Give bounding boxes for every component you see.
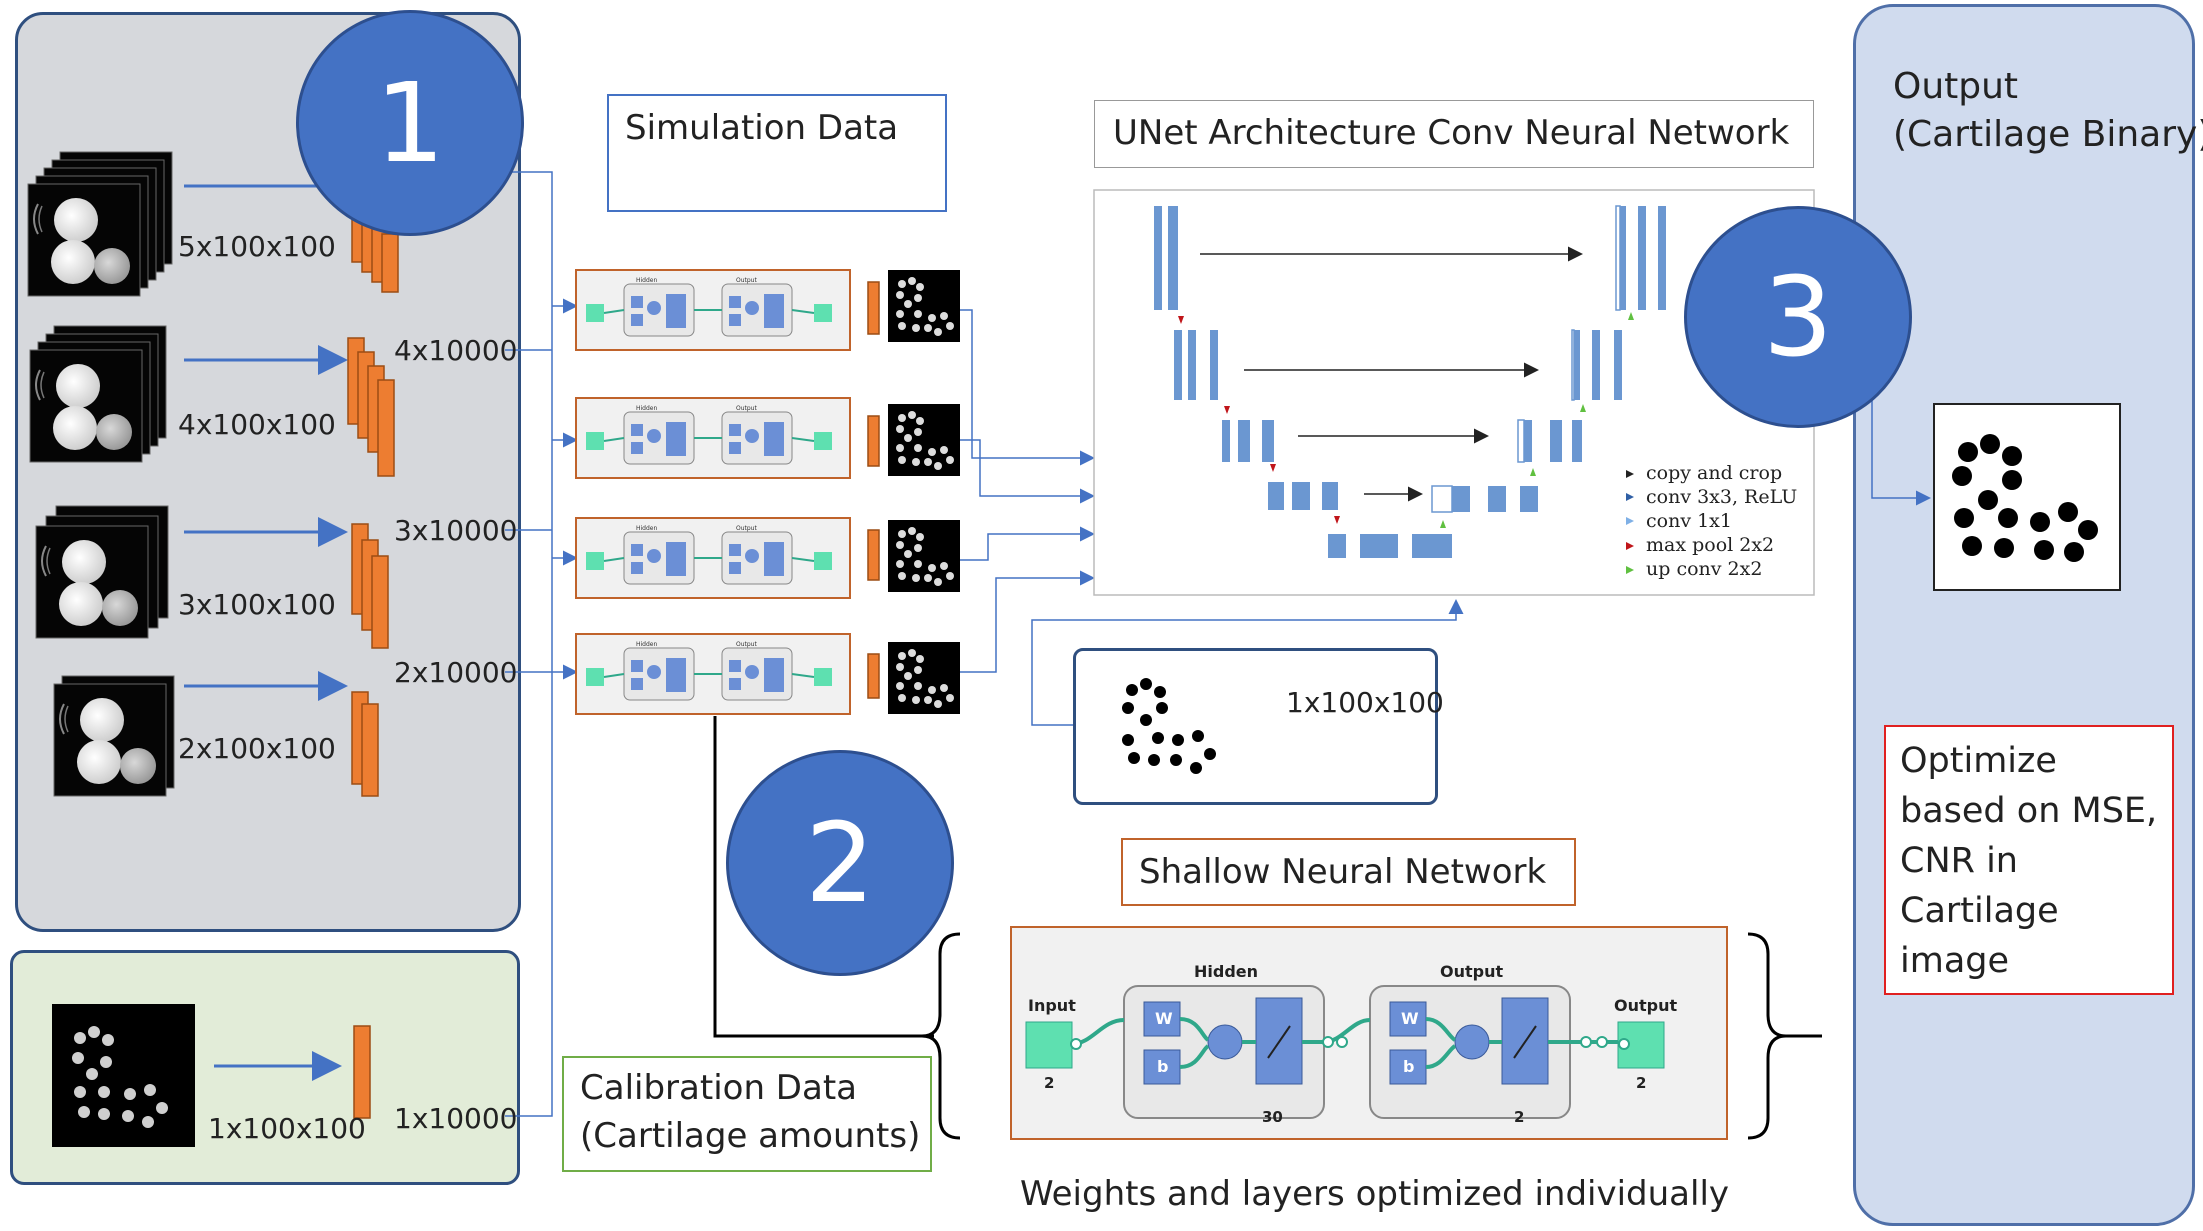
simulation-data-box: Simulation Data [607,94,947,212]
optimize-line3: CNR in [1900,841,2018,881]
optimize-line4: Cartilage [1900,891,2059,931]
stack-3-label: 3x100x100 [178,588,336,621]
input-stack-5 [27,151,173,297]
unet-input-dots-image [1104,664,1234,784]
calibration-data-line1: Calibration Data [580,1068,857,1108]
unet-input-box [1073,648,1438,805]
caption: Weights and layers optimized individuall… [1020,1174,1730,1214]
output-title-line1: Output [1893,66,2019,107]
vector-4-label: 4x10000 [394,334,518,367]
step-1-badge: 1 [296,10,524,236]
snn-b2-label: b [1403,1057,1415,1076]
shallow-nn-diagram: Input Hidden Output Output W b W b 2 30 … [1010,926,1728,1140]
unet-legend-copy-crop: copy and crop [1646,462,1783,484]
snn-instance-1 [575,269,851,351]
snn-input-size: 2 [1044,1074,1055,1092]
input-stack-3 [35,505,169,639]
calibration-vector-label: 1x10000 [394,1102,518,1135]
unet-legend-maxpool: max pool 2x2 [1646,534,1775,556]
snn-output-label: Output [1614,996,1678,1015]
snn-instance-4 [575,633,851,715]
vector-3-label: 3x10000 [394,514,518,547]
output-panel [1853,4,2195,1226]
vector-2-label: 2x10000 [394,656,518,689]
calibration-image-label: 1x100x100 [208,1112,366,1145]
snn-instance-3 [575,517,851,599]
calibration-phantom-image [52,1004,195,1147]
simulation-data-title: Simulation Data [625,108,899,148]
shallow-nn-title: Shallow Neural Network [1139,852,1547,892]
stack-5-label: 5x100x100 [178,230,336,263]
unet-input-label: 1x100x100 [1286,686,1444,719]
snn-hidden-label: Hidden [1194,962,1259,981]
stack-4-label: 4x100x100 [178,408,336,441]
output-title-line2: (Cartilage Binary) [1893,114,2203,155]
step-2-badge: 2 [726,750,954,976]
output-binary-image [1933,403,2121,591]
optimize-line2: based on MSE, [1900,791,2158,831]
snn-input-label: Input [1028,996,1076,1015]
orange-vector-stacks [347,203,399,1119]
snn-output-size: 2 [1636,1074,1647,1092]
snn-hidden-size: 30 [1262,1108,1283,1126]
snn-b1-label: b [1157,1057,1169,1076]
input-stack-4 [29,325,167,463]
stack-2-label: 2x100x100 [178,732,336,765]
unet-legend-upconv: up conv 2x2 [1646,558,1763,580]
step-3-badge: 3 [1684,206,1912,428]
snn-output-layer-label: Output [1440,962,1504,981]
snn-w1-label: W [1155,1009,1173,1028]
unet-legend-conv1: conv 1x1 [1646,510,1732,532]
optimize-line1: Optimize [1900,741,2057,781]
optimize-box: Optimize based on MSE, CNR in Cartilage … [1884,725,2174,995]
unet-title: UNet Architecture Conv Neural Network [1113,113,1790,153]
snn-output-layer-size: 2 [1514,1108,1525,1126]
input-stack-2 [53,675,175,797]
unet-legend-conv3: conv 3x3, ReLU [1646,486,1798,508]
unet-diagram [1093,189,1815,596]
optimize-line5: image [1900,941,2010,981]
unet-title-box: UNet Architecture Conv Neural Network [1094,100,1814,168]
calibration-data-box: Calibration Data (Cartilage amounts) [562,1056,932,1172]
snn-w2-label: W [1401,1009,1419,1028]
snn-instance-2 [575,397,851,479]
shallow-nn-title-box: Shallow Neural Network [1121,838,1576,906]
calibration-data-line2: (Cartilage amounts) [580,1116,921,1156]
